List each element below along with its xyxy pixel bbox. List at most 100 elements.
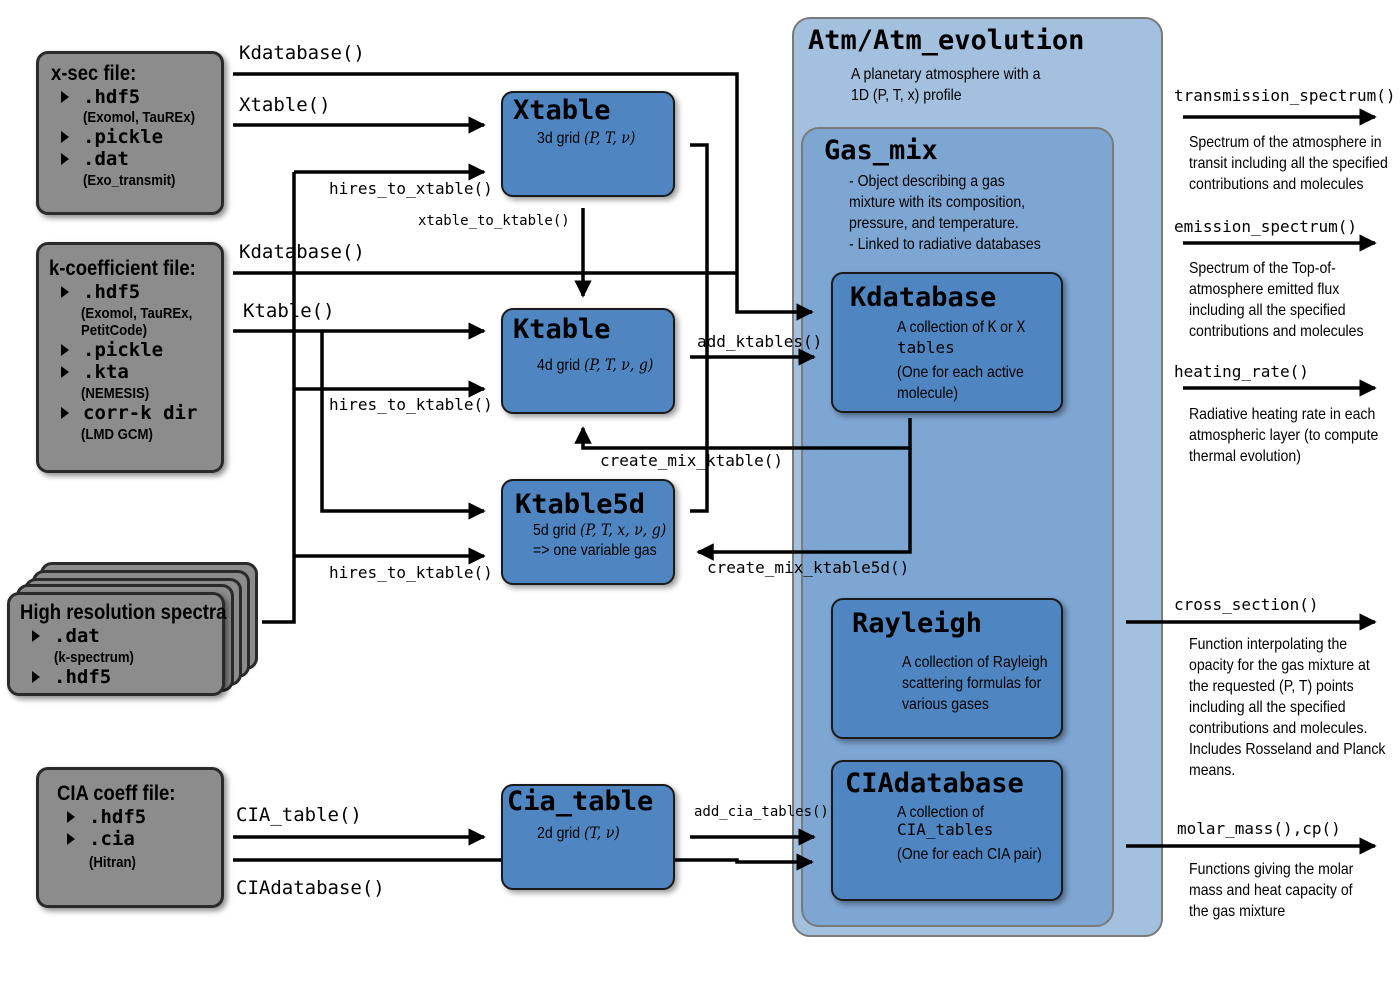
kcoeff-title: k-coefficient file: [49, 257, 196, 280]
xtable-box: Xtable 3d grid (P, T, ν) [501, 91, 675, 197]
xtable-desc: 3d grid (P, T, ν) [537, 127, 635, 149]
output-desc-emission-3: including all the specified [1189, 302, 1346, 319]
hires-ext-dat: .dat [54, 625, 100, 647]
bullet-icon [61, 407, 69, 419]
rayleigh-box: Rayleigh A collection of Rayleigh scatte… [831, 598, 1063, 739]
label-xtable-to-ktable: xtable_to_ktable() [418, 213, 570, 229]
output-desc-molar-mass-2: mass and heat capacity of [1189, 882, 1353, 899]
kcoeff-note-1b: PetitCode) [81, 322, 147, 339]
ktable-desc: 4d grid (P, T, ν, g) [537, 354, 653, 376]
output-method-transmission: transmission_spectrum() [1174, 86, 1396, 105]
output-desc-transmission-1: Spectrum of the atmosphere in [1189, 134, 1382, 151]
hires-file-box: High resolution spectra .dat (k-spectrum… [7, 592, 227, 696]
cia-table-title: Cia_table [507, 786, 654, 817]
cia-table-desc: 2d grid (T, ν) [537, 822, 620, 844]
create-mix-ktable5d-wire [696, 448, 912, 561]
ciadatabase-desc-3: (One for each CIA pair) [897, 846, 1042, 863]
kdatabase-desc-1: A collection of K or X [897, 316, 1025, 338]
cia-note-2: (Hitran) [89, 854, 136, 871]
kdatabase-desc-1c: or [996, 319, 1017, 336]
bullet-icon [61, 366, 69, 378]
output-desc-emission-1: Spectrum of the Top-of- [1189, 260, 1336, 277]
ktable5d-box: Ktable5d 5d grid (P, T, x, ν, g) => one … [501, 479, 675, 585]
xtable-title: Xtable [513, 95, 611, 126]
hires-trunk [262, 172, 296, 624]
bullet-icon [67, 833, 75, 845]
hires-title: High resolution spectra [20, 601, 227, 624]
kcoeff-ext-hdf5: .hdf5 [83, 281, 141, 303]
bullet-icon [61, 286, 69, 298]
kcoeff-file-box: k-coefficient file: .hdf5 (Exomol, TauRE… [36, 242, 224, 473]
cia-ext-hdf5: .hdf5 [89, 806, 147, 828]
gas-mix-title: Gas_mix [824, 135, 938, 166]
xtable-desc-prefix: 3d grid [537, 130, 581, 147]
kcoeff-ext-corrk: corr-k dir [83, 402, 198, 424]
gas-mix-desc-4: - Linked to radiative databases [849, 236, 1041, 253]
rayleigh-title: Rayleigh [852, 608, 983, 639]
label-create-mix-ktable5d: create_mix_ktable5d() [707, 558, 910, 577]
xsec-ext-dat: .dat [83, 148, 129, 170]
ktable5d-desc-prefix: 5d grid [533, 522, 577, 539]
gas-mix-desc-3: pressure, and temperature. [849, 215, 1019, 232]
output-desc-molar-mass-1: Functions giving the molar [1189, 861, 1354, 878]
xtable-bracket [690, 143, 709, 513]
output-desc-cross-section-4: including all the specified [1189, 699, 1346, 716]
ktable-desc-math: (P, T, ν, g) [583, 355, 654, 374]
cia-table-desc-math: (T, ν) [583, 823, 620, 842]
label-cia-table: CIA_table() [236, 804, 362, 826]
kdatabase-box: Kdatabase A collection of K or X tables … [831, 272, 1063, 413]
bullet-icon [32, 630, 40, 642]
bullet-icon [61, 153, 69, 165]
output-method-cross-section: cross_section() [1174, 595, 1319, 614]
kcoeff-ext-pickle: .pickle [83, 339, 164, 361]
label-add-ktables: add_ktables() [697, 332, 823, 351]
ktable-title: Ktable [513, 314, 611, 345]
cia-ext-cia: .cia [89, 828, 135, 850]
label-xtable: Xtable() [239, 94, 331, 116]
output-desc-molar-mass-3: the gas mixture [1189, 903, 1286, 920]
ktable5d-desc-2: => one variable gas [533, 542, 657, 559]
rayleigh-desc-2: scattering formulas for [902, 675, 1042, 692]
bullet-icon [67, 811, 75, 823]
label-hires-to-ktable-2: hires_to_ktable() [329, 563, 493, 582]
ktable5d-desc: 5d grid (P, T, x, ν, g) [533, 519, 666, 541]
ciadatabase-desc-1: A collection of [897, 804, 984, 821]
kdatabase-desc-2: tables [897, 338, 955, 357]
ktable-to-ktable5d-wire [320, 331, 486, 520]
ktable-box: Ktable 4d grid (P, T, ν, g) [501, 308, 675, 414]
kdatabase-title: Kdatabase [850, 282, 997, 313]
gas-mix-desc-1: - Object describing a gas [849, 173, 1005, 190]
create-mix-ktable-wire [574, 418, 912, 450]
output-desc-heating-1: Radiative heating rate in each [1189, 406, 1376, 423]
label-kdatabase-top: Kdatabase() [239, 42, 365, 64]
xsec-ext-pickle: .pickle [83, 126, 164, 148]
atm-title: Atm/Atm_evolution [808, 25, 1085, 56]
rayleigh-desc-1: A collection of Rayleigh [902, 654, 1048, 671]
bullet-icon [61, 91, 69, 103]
xsec-title: x-sec file: [51, 62, 137, 85]
cia-file-box: CIA coeff file: .hdf5 .cia (Hitran) [36, 767, 224, 908]
cia-title: CIA coeff file: [57, 782, 176, 805]
output-desc-cross-section-2: opacity for the gas mixture at [1189, 657, 1370, 674]
hires-note-1: (k-spectrum) [54, 649, 134, 666]
kcoeff-note-4: (LMD GCM) [81, 426, 153, 443]
output-desc-cross-section-3: the requested (P, T) points [1189, 678, 1354, 695]
cia-table-desc-prefix: 2d grid [537, 825, 581, 842]
xsec-ext-hdf5: .hdf5 [83, 86, 141, 108]
label-ciadatabase: CIAdatabase() [236, 877, 385, 899]
label-kdatabase-mid: Kdatabase() [239, 241, 365, 263]
kdatabase-desc-3: (One for each active [897, 364, 1024, 381]
output-desc-transmission-2: transit including all the specified [1189, 155, 1388, 172]
xsec-note-1: (Exomol, TauREx) [83, 109, 195, 126]
ciadatabase-box: CIAdatabase A collection of CIA_tables (… [831, 760, 1063, 901]
output-desc-cross-section-7: means. [1189, 762, 1236, 779]
kdatabase-desc-1a: A collection of [897, 319, 988, 336]
kcoeff-note-1a: (Exomol, TauREx, [81, 305, 193, 322]
output-method-molar-mass: molar_mass(),cp() [1177, 819, 1341, 838]
cia-table-box: Cia_table 2d grid (T, ν) [501, 784, 675, 890]
output-desc-cross-section-5: contributions and molecules. [1189, 720, 1368, 737]
kdatabase-desc-1d: X [1016, 317, 1026, 336]
kcoeff-ext-kta: .kta [83, 361, 129, 383]
output-desc-heating-2: atmospheric layer (to compute [1189, 427, 1379, 444]
